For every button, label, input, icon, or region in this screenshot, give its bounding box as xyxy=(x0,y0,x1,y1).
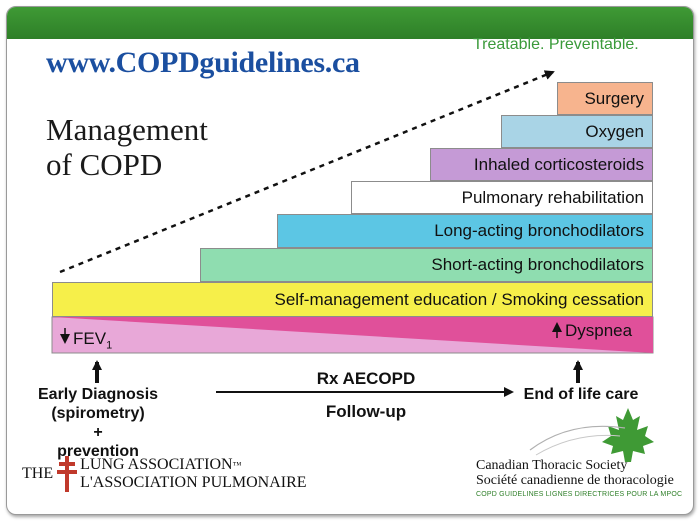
follow-up-label: Follow-up xyxy=(325,402,407,421)
tagline: Treatable. Preventable. xyxy=(473,36,639,53)
end-of-life-care-label: End of life care xyxy=(523,386,639,403)
step-surgery-label: Surgery xyxy=(584,88,644,108)
title-line-1: Management xyxy=(46,112,208,147)
fev-text: FEV xyxy=(73,329,107,348)
early-diagnosis-line-1: Early Diagnosis xyxy=(38,386,159,403)
early-diagnosis-line-2: (spirometry) + xyxy=(51,405,145,441)
page-title: Management of COPD xyxy=(46,112,208,182)
step-pulmonary-rehabilitation-label: Pulmonary rehabilitation xyxy=(461,187,644,207)
lung-line-1: LUNG ASSOCIATION xyxy=(80,456,233,473)
cts-line-3: COPD GUIDELINES LIGNES DIRECTRICES POUR … xyxy=(476,491,683,498)
disease-band-upper xyxy=(52,317,653,353)
top-bar xyxy=(7,7,693,39)
lung-association-text: LUNG ASSOCIATION™ L'ASSOCIATION PULMONAI… xyxy=(80,456,306,492)
lung-trademark: ™ xyxy=(232,460,242,470)
cts-logo: Canadian Thoracic Society Société canadi… xyxy=(476,458,682,498)
early-diagnosis-label: Early Diagnosis (spirometry) + preventio… xyxy=(38,385,158,461)
rx-aecopd-label: Rx AECOPD xyxy=(316,369,416,388)
double-cross-icon xyxy=(57,456,78,492)
step-short-acting-bronchodilators: Short-acting bronchodilators xyxy=(200,248,653,282)
step-short-acting-bronchodilators-label: Short-acting bronchodilators xyxy=(431,255,644,274)
lung-line-2: L'ASSOCIATION PULMONAIRE xyxy=(80,474,307,491)
lung-association-logo: THE LUNG ASSOCIATION™ L'ASSOCIATION PULM… xyxy=(22,454,307,494)
cts-swoosh-icon-2 xyxy=(535,434,621,456)
lung-the-text: THE xyxy=(22,465,54,482)
step-surgery: Surgery xyxy=(557,82,653,115)
cts-swoosh-icon xyxy=(529,425,626,451)
cts-line-1: Canadian Thoracic Society xyxy=(476,458,628,473)
early-diagnosis-line-3: prevention xyxy=(57,443,139,460)
step-long-acting-bronchodilators: Long-acting bronchodilators xyxy=(277,214,653,248)
progression-arrow xyxy=(59,70,555,274)
step-oxygen: Oxygen xyxy=(501,115,653,148)
dyspnea-label: Dyspnea xyxy=(565,321,633,340)
cts-line-2: Société canadienne de thoracologie xyxy=(476,473,674,488)
step-self-management-education: Self-management education / Smoking cess… xyxy=(52,282,653,317)
fev-subscript: 1 xyxy=(106,339,113,352)
fev-label: FEV1 xyxy=(73,329,112,351)
title-line-2: of COPD xyxy=(46,147,163,182)
step-inhaled-corticosteroids-label: Inhaled corticosteroids xyxy=(473,154,644,174)
step-inhaled-corticosteroids: Inhaled corticosteroids xyxy=(430,148,653,181)
step-long-acting-bronchodilators-label: Long-acting bronchodilators xyxy=(434,221,644,240)
step-self-management-education-label: Self-management education / Smoking cess… xyxy=(274,289,644,309)
step-oxygen-label: Oxygen xyxy=(585,121,644,141)
step-pulmonary-rehabilitation: Pulmonary rehabilitation xyxy=(351,181,653,214)
website-url: www.COPDguidelines.ca xyxy=(46,46,360,79)
maple-leaf-icon xyxy=(602,408,654,462)
